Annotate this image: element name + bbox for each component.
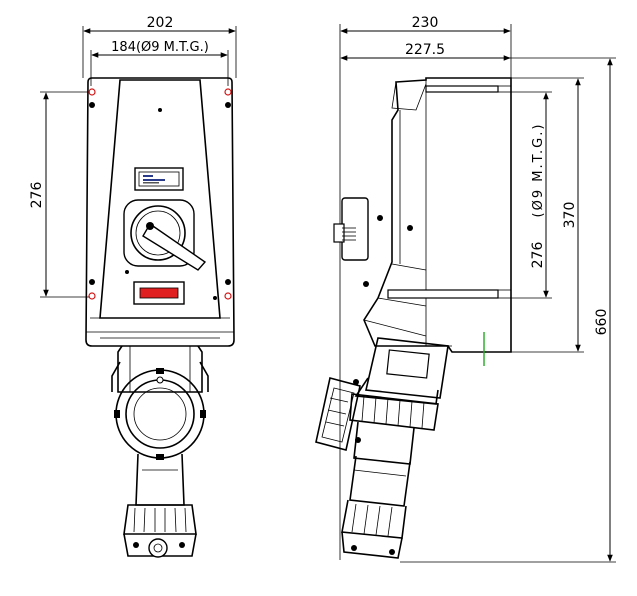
- side-total-height-label: 660: [594, 309, 610, 336]
- mount-hole-top-left: [88, 88, 96, 96]
- side-mounting-label: (Ø9 M.T.G.): [531, 123, 546, 218]
- front-cover-panel: [99, 79, 221, 319]
- mount-hole-bottom-left: [88, 292, 96, 300]
- side-body-height-label: 370: [562, 202, 578, 229]
- side-mounting-bolts: [387, 85, 511, 299]
- side-switch-knob: [333, 197, 413, 287]
- front-enclosure-outline: [85, 77, 235, 347]
- indicator-lamp: [133, 281, 185, 305]
- side-depth-body-label: 227.5: [405, 42, 445, 58]
- side-total-height-dimension: 660: [342, 57, 616, 563]
- side-depth-overall-dimension: 230: [339, 15, 512, 560]
- side-body-height-dimension: 370: [511, 77, 584, 353]
- side-hinged-lid: [315, 377, 361, 451]
- front-width-label: 202: [147, 15, 174, 31]
- mount-hole-bottom-right: [224, 292, 232, 300]
- plug-grip-ribs: [133, 507, 187, 533]
- front-socket-assembly: [111, 345, 209, 558]
- rotary-switch: [123, 199, 207, 271]
- screw-top-left: [89, 102, 95, 108]
- indicator-red: [139, 287, 179, 299]
- switch-handle: [142, 222, 207, 271]
- mount-hole-top-right: [224, 88, 232, 96]
- side-socket-assembly: [315, 337, 449, 559]
- side-enclosure-outline: [363, 77, 512, 353]
- nameplate: [134, 167, 184, 191]
- side-depth-body-dimension: 227.5: [340, 42, 511, 61]
- front-mounting-dimension: 184(Ø9 M.T.G.): [90, 40, 229, 86]
- screw-bottom-left: [89, 279, 95, 285]
- mounting-holes: [88, 88, 232, 300]
- front-height-dimension: 276: [29, 91, 90, 298]
- front-height-label: 276: [29, 182, 45, 209]
- side-mounting-dimension: (Ø9 M.T.G.) 276: [511, 91, 552, 299]
- screw-bottom-right: [225, 279, 231, 285]
- front-mounting-label: 184(Ø9 M.T.G.): [111, 40, 209, 55]
- side-view: 230 227.5: [315, 15, 616, 563]
- front-width-dimension: 202: [82, 15, 237, 78]
- side-depth-overall-label: 230: [412, 15, 439, 31]
- side-mounting-height-label: 276: [530, 242, 546, 269]
- front-view: 202 184(Ø9 M.T.G.) 276: [29, 15, 237, 558]
- screw-top-right: [225, 102, 231, 108]
